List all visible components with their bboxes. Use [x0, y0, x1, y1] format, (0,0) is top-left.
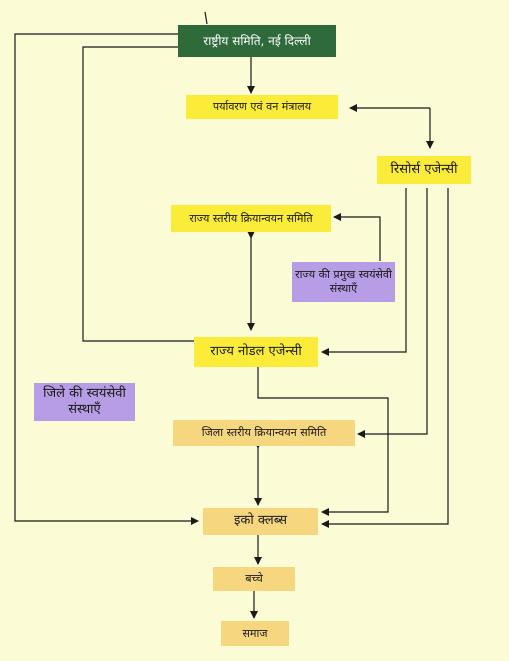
- ministry-box: पर्यावरण एवं वन मंत्रालय: [186, 95, 338, 119]
- state-committee-box: राज्य स्तरीय क्रियान्वयन समिति: [171, 205, 331, 232]
- arrow-national-to-nodal: [82, 46, 196, 342]
- children-box: बच्चे: [213, 567, 295, 591]
- society-box: समाज: [221, 621, 289, 646]
- national-committee-box: राष्ट्रीय समिति, नई दिल्ली: [178, 25, 336, 57]
- arrow-national-to-ecoclubs: [14, 33, 199, 525]
- state-nodal-agency-box: राज्य नोडल एजेन्सी: [194, 337, 318, 367]
- district-ngos-box: जिले की स्वयंसेवी संस्थाएँ: [34, 383, 135, 421]
- arrow-resource-to-nodal: [321, 188, 407, 356]
- arrow-ngos-to-state-committee: [333, 213, 381, 261]
- district-committee-box: जिला स्तरीय क्रियान्वयन समिति: [173, 420, 355, 446]
- state-ngos-box: राज्य की प्रमुख स्वयंसेवी संस्थाएँ: [292, 262, 395, 302]
- resource-agency-box: रिसोर्स एजेन्सी: [377, 156, 471, 184]
- arrow-resource-to-ecoclubs: [321, 188, 449, 528]
- eco-clubs-box: इको क्लब्स: [203, 508, 318, 535]
- tick-line: [204, 11, 208, 25]
- arrow-resource-to-district: [357, 188, 428, 438]
- arrow-nodal-to-ecoclubs: [257, 366, 389, 516]
